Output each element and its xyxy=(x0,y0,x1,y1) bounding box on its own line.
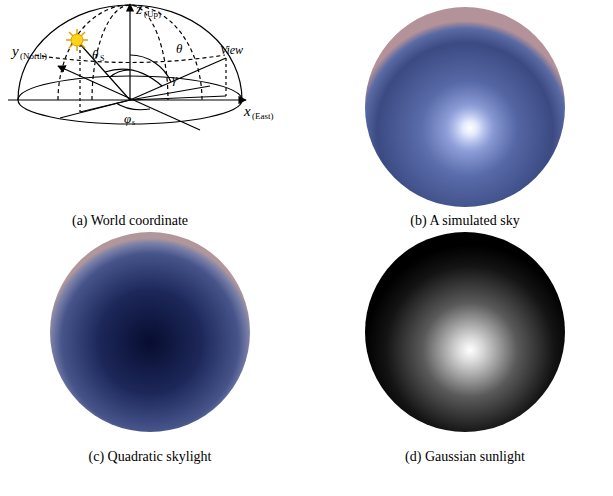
axis-label: x xyxy=(244,104,251,119)
angle-label: φ xyxy=(124,112,131,125)
axis-subscript: (North) xyxy=(20,52,47,61)
theta-s-arc xyxy=(110,70,130,77)
z-axis xyxy=(129,4,130,100)
angle-label: θ xyxy=(92,48,98,61)
skylight-disk xyxy=(50,232,250,432)
subfigure-caption: (b) A simulated sky xyxy=(410,214,519,228)
base-line xyxy=(60,100,130,118)
angle-label: θ xyxy=(176,42,182,55)
sun-projection xyxy=(79,44,80,112)
axis-subscript: (Up) xyxy=(144,10,161,19)
sunlight-disk xyxy=(365,232,565,432)
angle-subscript: S xyxy=(100,55,104,63)
subfigure-caption: (a) World coordinate xyxy=(72,214,188,228)
dome xyxy=(18,5,242,100)
subfigure-caption: (d) Gaussian sunlight xyxy=(405,450,525,464)
axis-label: y xyxy=(12,44,19,59)
angle-subscript: s xyxy=(132,119,135,127)
angle-label: γ xyxy=(172,72,177,85)
sun-glow xyxy=(422,80,518,176)
view-label: View xyxy=(220,44,243,56)
sun-icon xyxy=(66,29,88,51)
view-ray xyxy=(130,58,226,100)
axis-subscript: (East) xyxy=(252,112,274,121)
subfigure-caption: (c) Quadratic skylight xyxy=(89,450,212,464)
phi-arc xyxy=(116,103,150,110)
gamma-arc xyxy=(105,69,162,86)
base-line xyxy=(130,86,210,100)
sky-disk xyxy=(365,7,565,207)
hemisphere-diagram xyxy=(8,4,246,130)
axis-label: z xyxy=(136,2,142,17)
view-projection xyxy=(225,58,226,96)
